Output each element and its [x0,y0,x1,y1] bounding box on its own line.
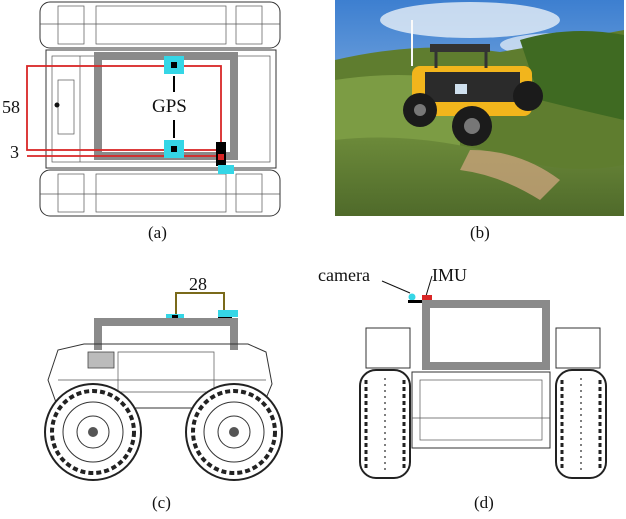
caption-b: (b) [470,223,490,242]
gps-label: GPS [152,96,187,117]
panel-d-front-view: camera IMU (d) [318,265,607,512]
caption-a: (a) [148,223,167,242]
camera-icon [408,293,416,301]
camera-label: camera [318,265,370,285]
dimension-3-label: 3 [10,142,19,162]
robot-photo [403,20,543,146]
sensor-frame-front [422,300,550,370]
panel-a-top-view: GPS 58 3 (a) [2,1,281,242]
wheel-left [44,383,142,481]
lidar-icon [216,142,234,174]
sensor-bracket-olive [175,292,225,314]
dimension-58-label: 58 [2,97,20,117]
upper-track [39,1,281,49]
caption-d: (d) [474,493,494,512]
tire-right [555,369,607,479]
imu-label: IMU [432,265,467,285]
dimension-28-label: 28 [189,274,207,294]
imu-icon [422,295,432,300]
lidar-icon [218,310,238,317]
panel-b-photo: (b) [335,0,624,242]
lower-track [39,169,281,217]
wheel-right [185,383,283,481]
tire-left [359,369,411,479]
caption-c: (c) [152,493,171,512]
panel-c-side-view: 28 (c) [44,274,283,512]
sensor-frame-side [94,318,238,350]
gps-antenna-icon [164,56,184,158]
dimension-lines-red [26,65,222,157]
